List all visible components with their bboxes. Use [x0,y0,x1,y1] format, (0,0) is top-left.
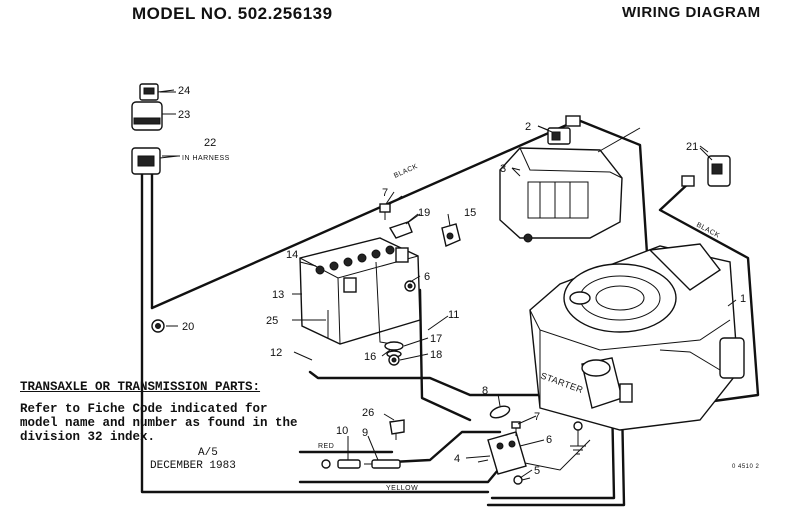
callout-18: 18 [430,349,442,361]
callout-25: 25 [266,315,278,327]
seat-switch-21 [681,145,731,187]
starter-wire [490,398,616,500]
callout-6-solenoid: 6 [546,434,552,446]
nut-20 [151,319,178,333]
connector-icon [131,147,179,175]
callout-26: 26 [362,407,374,419]
yellow-wire [298,468,500,484]
callout-21: 21 [686,141,698,153]
callout-16: 16 [364,351,376,363]
revision-code: A/5 [198,447,218,459]
callout-2: 2 [525,121,531,133]
diagram-title: WIRING DIAGRAM [622,4,761,21]
drawing-number: 0 4510 2 [732,464,760,470]
callout-11: 11 [448,309,459,321]
note-line-2: model name and number as found in the [20,416,298,430]
cap-26 [389,419,405,440]
callout-7-top: 7 [382,187,388,199]
note-heading: TRANSAXLE OR TRANSMISSION PARTS: [20,380,261,394]
callout-6-battery: 6 [424,271,430,283]
fuse-icon [489,405,511,419]
callout-5: 5 [534,465,540,477]
yellow-wire-label: YELLOW [386,485,418,492]
boot-15 [441,223,461,247]
note-line-1: Refer to Fiche Code indicated for [20,402,268,416]
callout-12: 12 [270,347,282,359]
callout-10: 10 [336,425,348,437]
red-wire-label: RED [318,443,334,450]
engine-icon [529,243,745,431]
black-wire-top [150,118,652,310]
callout-24: 24 [178,85,190,97]
harness-wire-left [140,170,490,494]
note-line-3: division 32 index. [20,430,156,444]
callout-4: 4 [454,453,460,465]
callout-13: 13 [272,289,284,301]
revision-date: DECEMBER 1983 [150,460,236,472]
callout-8: 8 [482,385,488,397]
callout-1: 1 [740,293,746,305]
solenoid-icon [537,115,581,145]
black-wire-right [646,180,760,412]
ground-icon [570,421,586,455]
ignition-key-icon [139,83,175,101]
starter-motor-icon [581,357,633,409]
in-harness-label: IN HARNESS [182,155,230,162]
nut-6 [404,280,416,292]
red-wire [308,370,592,397]
model-number: MODEL NO. 502.256139 [132,4,333,23]
washer-16-17 [384,341,404,358]
battery-icon [299,237,421,345]
battery-positive-wire [418,288,472,422]
callout-19: 19 [418,207,430,219]
callout-23: 23 [178,109,190,121]
callout-9: 9 [362,427,368,439]
carburetor-assembly [499,127,641,243]
bolt-7-top [379,195,403,220]
callout-15: 15 [464,207,476,219]
black-wire-label-top: BLACK [393,163,419,180]
starter-solenoid-4 [477,431,527,475]
callout-22: 22 [204,137,216,149]
engine-ground-wire [486,403,626,507]
callout-17: 17 [430,333,442,345]
terminal-10 [321,459,361,469]
callout-7-bottom: 7 [534,411,540,423]
ignition-switch-icon [131,101,176,131]
callout-14: 14 [286,249,298,261]
terminal-19 [388,213,419,239]
bolt-7-bottom [511,421,521,436]
leader-lines [160,91,737,479]
nut-18 [388,354,400,366]
wire-9-10-right [390,430,502,464]
callout-20: 20 [182,321,194,333]
callout-3: 3 [500,163,506,175]
terminal-9 [364,459,401,469]
